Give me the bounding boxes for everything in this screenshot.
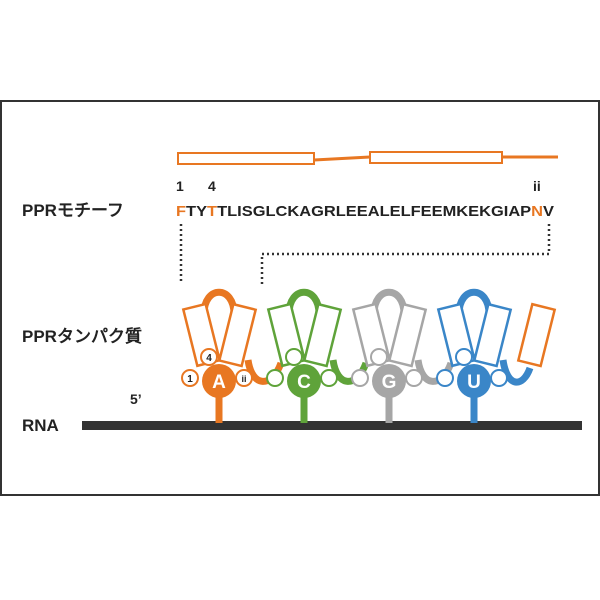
linker-loop [499,359,534,386]
residue-4: T [207,203,217,220]
nucleotide-A-circle [202,364,236,398]
nucleotide-U-letter: U [467,372,481,393]
binding-site-1 [351,369,369,387]
helix-b [217,302,258,368]
binding-site-ii [320,369,338,387]
binding-site-1 [266,369,284,387]
binding-site-4 [200,348,218,366]
ppr-repeat-gray: G [351,288,455,423]
helix-a-box [177,152,315,165]
rna-strand [82,421,582,430]
binding-site-1 [181,369,199,387]
position-4-label: 4 [208,178,216,194]
residues-middle: TLISGLCKAGRLEEALELFEEMKEKGIAP [217,203,531,220]
dotted-connectors [179,224,551,284]
nucleotide-A-letter: A [212,372,226,393]
position-ii-label: ii [533,178,541,194]
five-prime-label: 5’ [130,391,142,407]
loop-line-1 [313,155,371,162]
residue-1: F [176,203,186,220]
ppr-repeat-blue: U [436,288,534,423]
helix-b [387,302,428,368]
residues-2-3: TY [186,203,207,220]
ppr-repeat-green: C [266,288,370,423]
nucleotide-G-letter: G [382,372,397,393]
residue-last: V [543,203,554,220]
binding-site-1 [436,369,454,387]
motif-label: PPRモチーフ [22,201,124,220]
linker-loop [414,359,455,385]
linker-loop [329,359,370,385]
binding-site-labels: 1 4 ii [187,353,246,385]
rna-label: RNA [22,416,59,435]
helix-b [472,302,513,368]
linker-loop [244,359,285,385]
nucleotide-C-letter: C [297,372,311,393]
binding-site-ii [235,369,253,387]
binding-site-4 [370,348,388,366]
motif-structure-bar [177,151,558,165]
binding-site-4-label: 4 [206,353,212,364]
nucleotide-U-circle [457,364,491,398]
position-1-label: 1 [176,178,184,194]
ppr-repeat-orange: A [181,288,285,423]
helix-b [302,302,343,368]
nucleotide-G-circle [372,364,406,398]
binding-site-ii-label: ii [241,374,246,384]
binding-site-4 [285,348,303,366]
residue-ii: N [531,203,543,220]
binding-site-1-label: 1 [187,374,193,385]
connector-last-motif [260,224,551,284]
nucleotide-C-circle [287,364,321,398]
binding-site-4 [455,348,473,366]
binding-site-ii [490,369,508,387]
next-repeat-helix [516,302,557,368]
protein-label: PPRタンパク質 [22,326,142,346]
binding-site-ii [405,369,423,387]
helix-b-box [369,151,503,164]
